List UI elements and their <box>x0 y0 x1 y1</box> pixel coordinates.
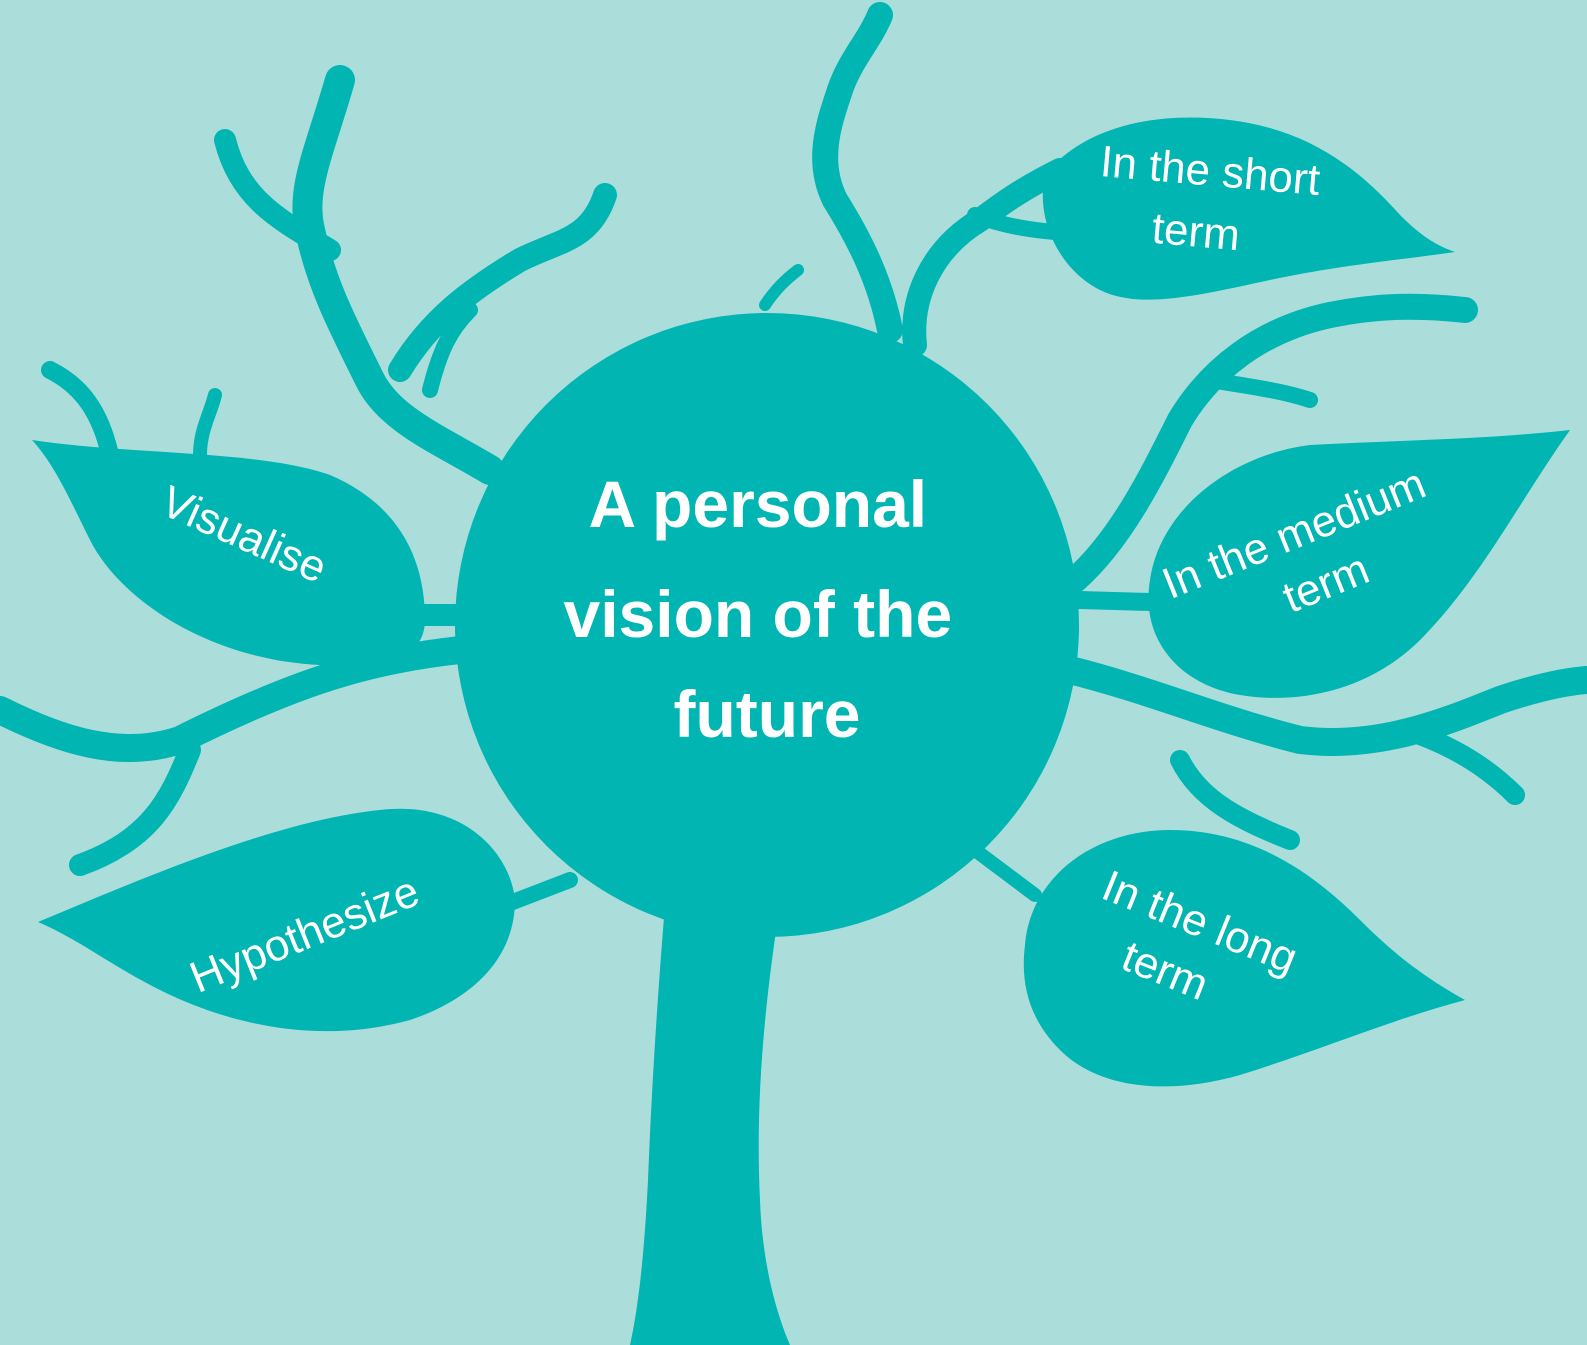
leaf-visualise <box>32 440 425 667</box>
twig-upper-left-c <box>422 302 478 398</box>
leaf-short-term-line-2: term <box>1150 204 1242 260</box>
branch-upper-left <box>292 65 505 485</box>
center-title-line-3: future <box>674 677 861 751</box>
twig-visualise-b <box>193 388 222 462</box>
center-title: A personal vision of the future <box>563 467 970 751</box>
center-title-line-2: vision of the <box>563 577 952 651</box>
stem-hypothesize <box>497 872 578 913</box>
branch-top-right <box>812 2 903 343</box>
twig-upper-left-b <box>388 183 617 382</box>
branch-right-middle <box>1062 293 1478 593</box>
twig-right-middle <box>1202 372 1318 408</box>
leaf-medium-term <box>1148 430 1570 698</box>
stem-medium-term <box>1071 591 1159 611</box>
twig-upper-left-a <box>214 129 341 261</box>
branch-right-lower <box>1056 656 1587 756</box>
twig-right-lower-a <box>1410 725 1525 805</box>
leaf-short-term <box>1042 117 1455 300</box>
center-title-line-1: A personal <box>589 467 928 541</box>
twig-top-center <box>759 264 804 311</box>
twig-visualise-a <box>41 361 119 464</box>
twig-top-right <box>902 158 1072 357</box>
twig-right-lower-b <box>1170 750 1300 850</box>
twig-left-lower <box>69 739 201 876</box>
center-circle <box>455 313 1079 937</box>
trunk <box>630 905 790 1345</box>
twig-top-right-b <box>967 207 1063 240</box>
stem-long-term <box>968 843 1042 902</box>
leaf-long-term <box>1023 830 1465 1087</box>
leaf-hypothesize <box>38 808 515 1032</box>
